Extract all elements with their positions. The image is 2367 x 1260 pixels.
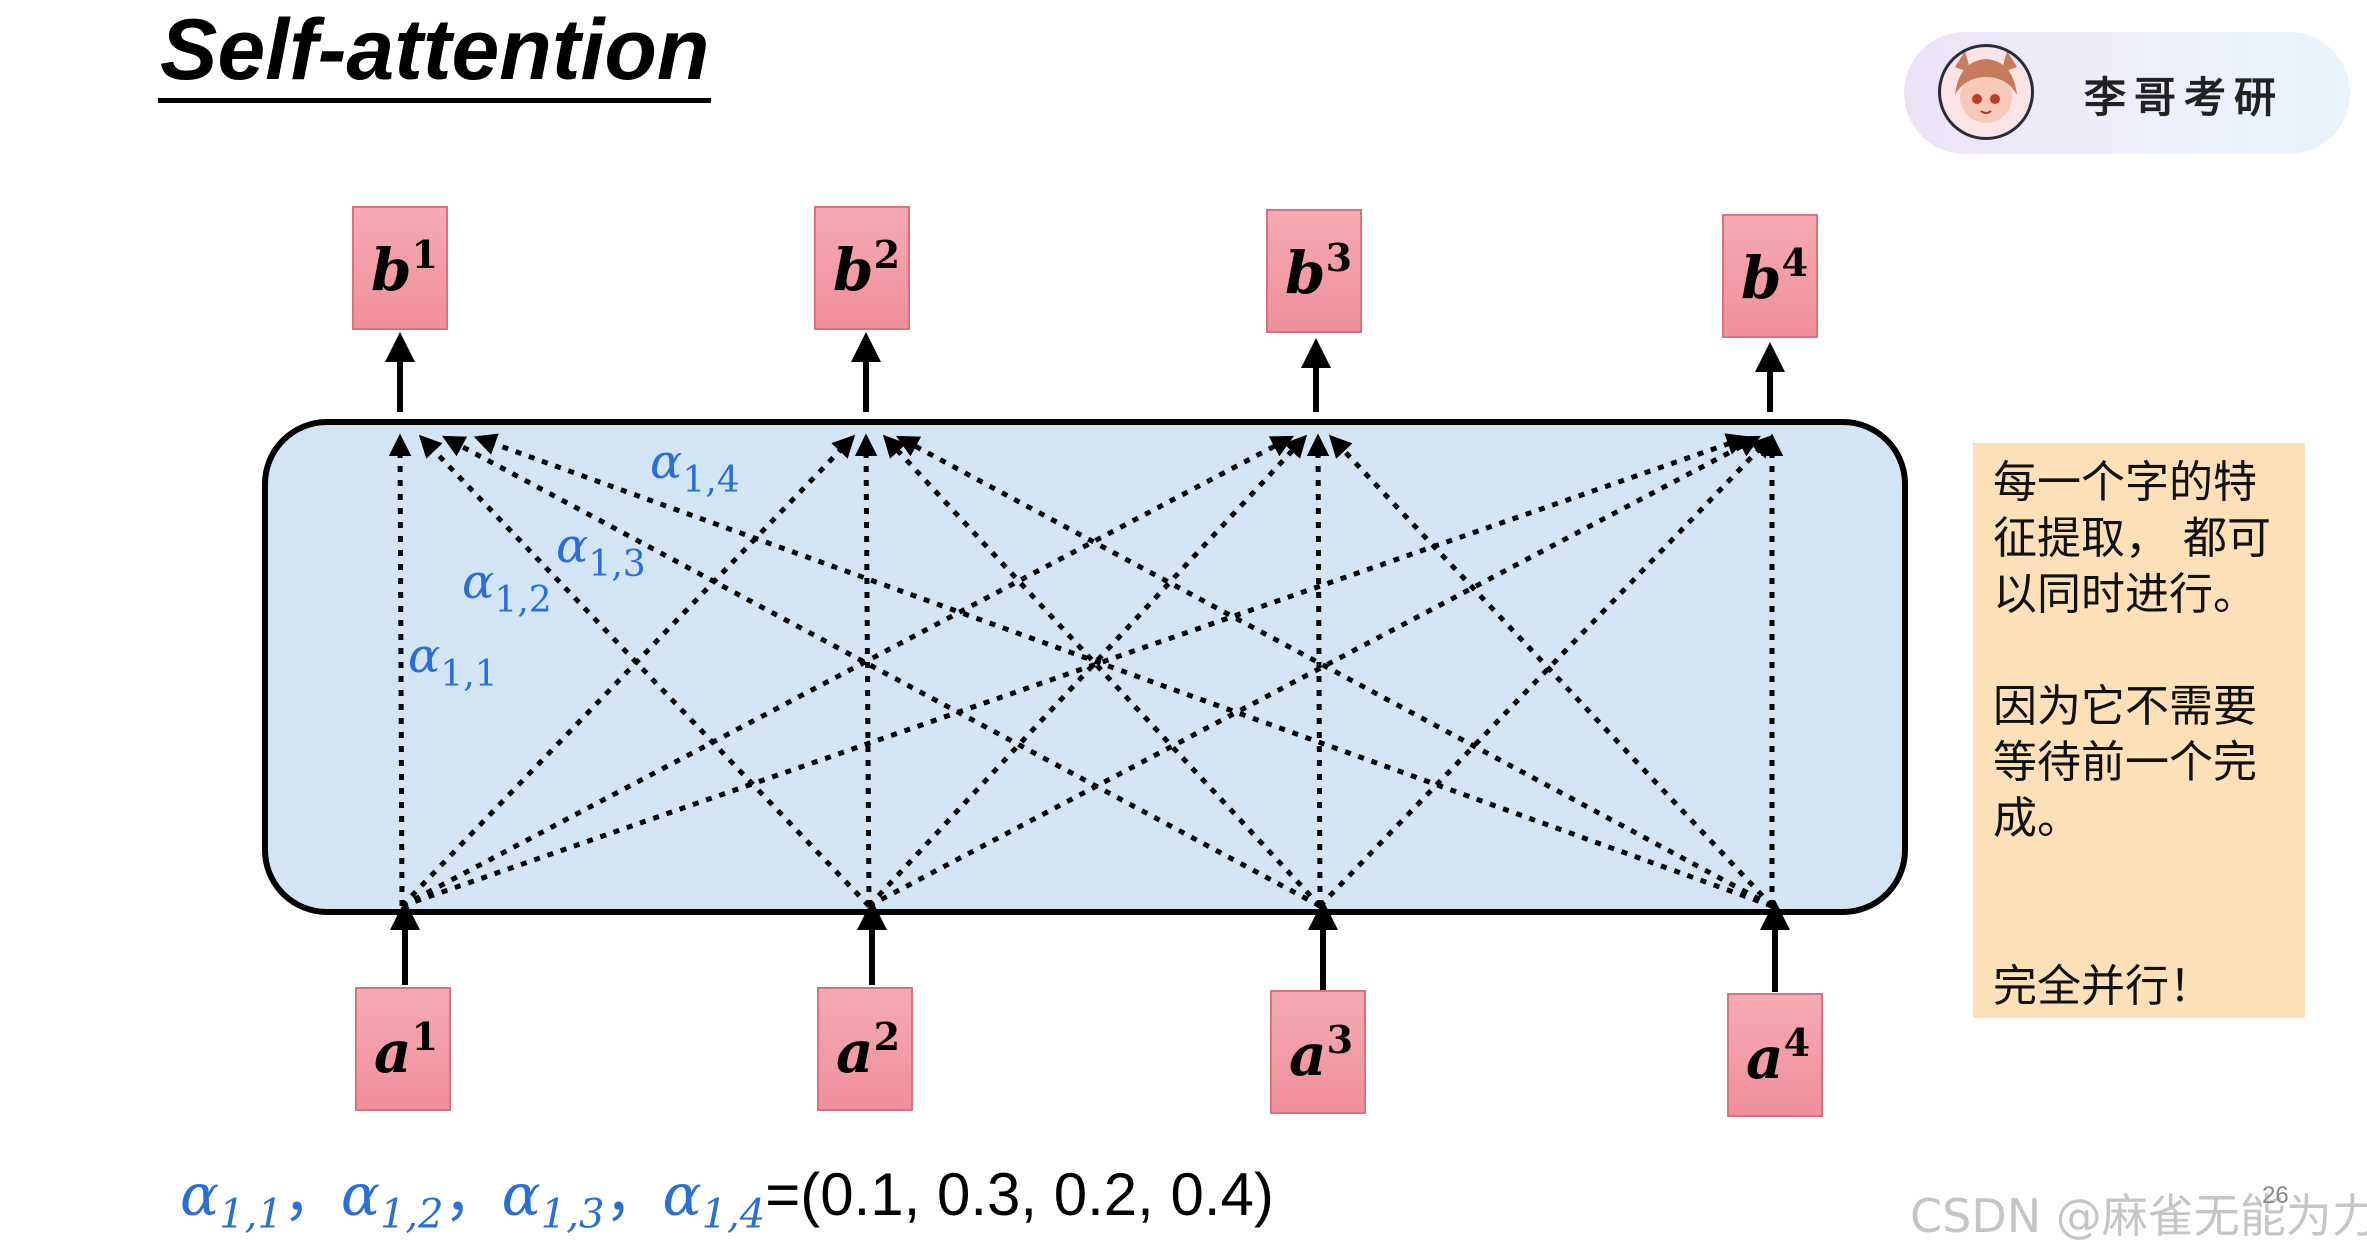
svg-text:a1: a1 [374,1014,438,1086]
output-token: b3 [1266,209,1362,333]
alpha-symbol: α [180,1161,220,1229]
attention-weights-formula: α1,1，α1,2，α1,3，α1,4=(0.1, 0.3, 0.2, 0.4) [180,1150,1274,1260]
explanation-note: 每一个字的特征提取， 都可以同时进行。 因为它不需要等待前一个完成。 完全并行！ [1973,443,2305,1018]
output-token: b2 [814,206,910,330]
svg-text:a4: a4 [1746,1020,1810,1092]
alpha-label: α1,1 [408,628,498,695]
input-tokens: a1 a2 a3 a4 [355,987,1823,1117]
alpha-symbol: α [501,1161,541,1229]
alpha-subscript: 1,3 [540,1191,605,1238]
output-token: b4 [1722,214,1818,338]
formula-separator: ， [282,1163,341,1228]
alpha-label: α1,3 [556,518,646,585]
input-token: a3 [1270,990,1366,1114]
output-arrows [385,332,1785,412]
svg-text:b4: b4 [1741,240,1808,312]
brand-badge: 李哥考研 [1904,32,2350,154]
brand-name: 李哥考研 [2084,73,2285,122]
avatar [1938,44,2034,140]
svg-text:b3: b3 [1285,235,1352,307]
note-paragraph: 完全并行！ [1993,961,2213,1012]
alpha-label: α1,2 [462,554,552,621]
output-tokens: b1 b2 b3 b4 [352,206,1818,338]
page-number: 26 [2262,1182,2289,1209]
alpha-subscript: 1,2 [379,1191,444,1238]
input-token: a1 [355,987,451,1111]
output-token: b1 [352,206,448,330]
input-token: a2 [817,987,913,1111]
alpha-subscript: 1,4 [701,1191,766,1238]
formula-values: =(0.1, 0.3, 0.2, 0.4) [765,1161,1274,1228]
svg-text:b2: b2 [833,232,900,304]
input-token: a4 [1727,993,1823,1117]
input-arrows [390,900,1790,992]
watermark: CSDN @麻雀无能为力 [1910,1189,2367,1243]
svg-text:a2: a2 [836,1014,900,1086]
svg-text:a3: a3 [1289,1017,1353,1089]
formula-separator: ， [443,1163,502,1228]
svg-text:b1: b1 [371,232,438,304]
attention-connections [388,433,1784,909]
attention-block [262,419,1908,915]
slide-title: Self-attention [158,2,712,103]
attention-weight-labels: α1,1 α1,2 α1,3 α1,4 [408,434,740,695]
note-paragraph: 每一个字的特征提取， 都可以同时进行。 [1993,457,2271,620]
alpha-symbol: α [340,1161,380,1229]
alpha-symbol: α [662,1161,702,1229]
alpha-subscript: 1,1 [219,1191,283,1238]
formula-separator: ， [604,1163,663,1228]
alpha-label: α1,4 [650,434,740,501]
note-paragraph: 因为它不需要等待前一个完成。 [1993,681,2257,844]
